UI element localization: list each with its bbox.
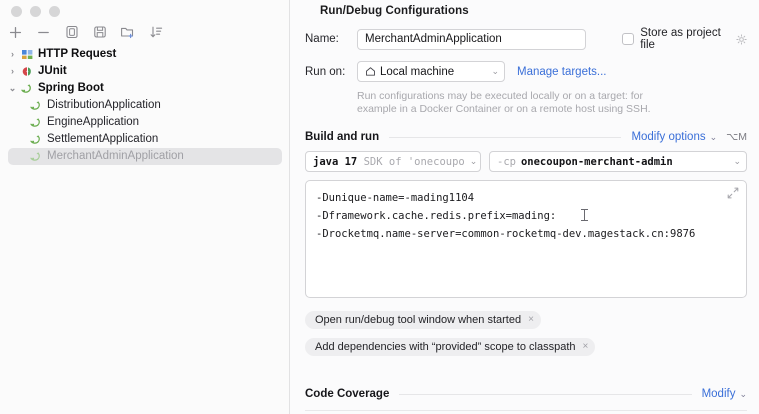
chevron-right-icon[interactable]: › <box>11 66 14 76</box>
junit-icon <box>19 65 35 79</box>
sidebar-toolbar <box>0 18 289 42</box>
tree-item-label: SettlementApplication <box>47 133 159 145</box>
classpath-flag: -cp <box>497 155 516 168</box>
store-as-project-file-row[interactable]: Store as project file <box>622 27 747 51</box>
chevron-right-icon[interactable]: › <box>11 49 14 59</box>
run-on-hint: Run configurations may be executed local… <box>357 90 651 115</box>
build-and-run-header: Build and run Modify options ⌄ ⌥M <box>305 131 747 143</box>
tree-item-settlementapplication[interactable]: SettlementApplication <box>0 131 289 148</box>
run-on-row: Run on: Local machine ⌄ Manage targets..… <box>305 61 747 82</box>
store-as-project-file-label: Store as project file <box>640 27 721 51</box>
tree-item-distributionapplication[interactable]: DistributionApplication <box>0 97 289 114</box>
chip-add-provided-dependencies[interactable]: Add dependencies with “provided” scope t… <box>305 338 596 356</box>
copy-configuration-button[interactable] <box>63 24 80 41</box>
configuration-editor-panel: Run/Debug Configurations Name: MerchantA… <box>290 0 759 414</box>
chip-open-run-debug-tool-window[interactable]: Open run/debug tool window when started … <box>305 311 541 329</box>
manage-targets-link[interactable]: Manage targets... <box>517 65 607 78</box>
tree-item-label: DistributionApplication <box>47 99 161 111</box>
section-divider <box>399 393 692 395</box>
bottom-divider <box>305 410 747 411</box>
tree-item-merchantadminapplication[interactable]: MerchantAdminApplication <box>8 148 282 165</box>
tree-item-label: MerchantAdminApplication <box>47 150 184 162</box>
name-row: Name: MerchantAdminApplication Store as … <box>305 27 747 51</box>
chevron-down-icon[interactable]: ⌄ <box>491 66 499 76</box>
vm-option-line: -Drocketmq.name-server=common-rocketmq-d… <box>316 228 696 240</box>
modify-options-shortcut: ⌥M <box>726 131 747 143</box>
store-as-project-file-checkbox[interactable] <box>622 33 635 45</box>
classpath-select[interactable]: -cp onecoupon-merchant-admin ⌄ <box>489 151 747 172</box>
add-configuration-button[interactable] <box>7 24 24 41</box>
chevron-down-icon[interactable]: ⌄ <box>739 388 747 399</box>
spring-boot-icon <box>19 82 35 96</box>
vm-options-textarea[interactable]: -Dunique-name=-mading1104 -Dframework.ca… <box>305 180 747 298</box>
page-title: Run/Debug Configurations <box>320 5 469 17</box>
code-coverage-header: Code Coverage Modify ⌄ <box>305 388 747 411</box>
tree-group-junit[interactable]: › JUnit <box>0 63 289 80</box>
gear-icon[interactable] <box>736 33 747 45</box>
name-label: Name: <box>305 33 339 45</box>
option-chips: Open run/debug tool window when started … <box>305 311 747 365</box>
run-on-label: Run on: <box>305 65 346 78</box>
classpath-module: onecoupon-merchant-admin <box>520 155 673 168</box>
code-coverage-title: Code Coverage <box>305 388 390 400</box>
home-icon <box>365 66 376 77</box>
tree-item-label: EngineApplication <box>47 116 140 128</box>
window-controls <box>0 0 289 18</box>
spring-boot-icon <box>28 133 44 147</box>
chevron-down-icon[interactable]: ⌄ <box>709 131 718 142</box>
new-folder-button[interactable] <box>119 24 136 41</box>
close-icon[interactable]: × <box>582 341 589 352</box>
build-combos-row: java 17 SDK of 'onecoupo ⌄ -cp onecoupon… <box>305 151 747 172</box>
tree-group-label: JUnit <box>38 65 67 77</box>
modify-options-link[interactable]: Modify options <box>631 131 706 143</box>
tree-group-http-request[interactable]: › HTTP Request <box>0 46 289 63</box>
close-button[interactable] <box>11 6 22 17</box>
tree-group-label: Spring Boot <box>38 82 104 94</box>
vm-option-line: -Dframework.cache.redis.prefix=mading: <box>316 210 557 222</box>
chevron-down-icon[interactable]: ⌄ <box>8 83 17 93</box>
jdk-version: java 17 <box>313 155 358 168</box>
run-on-select[interactable]: Local machine ⌄ <box>357 61 505 82</box>
code-coverage-modify-link[interactable]: Modify <box>701 388 736 400</box>
remove-configuration-button[interactable] <box>35 24 52 41</box>
chevron-down-icon[interactable]: ⌄ <box>733 156 741 166</box>
expand-icon[interactable] <box>726 186 740 200</box>
close-icon[interactable]: × <box>528 314 534 325</box>
chip-label: Add dependencies with “provided” scope t… <box>315 341 576 353</box>
name-input[interactable]: MerchantAdminApplication <box>357 28 587 50</box>
tree-item-engineapplication[interactable]: EngineApplication <box>0 114 289 131</box>
jdk-select[interactable]: java 17 SDK of 'onecoupo ⌄ <box>305 151 481 172</box>
spring-boot-icon <box>28 99 44 113</box>
tree-group-spring-boot[interactable]: ⌄ Spring Boot <box>0 80 289 97</box>
tree-group-label: HTTP Request <box>38 48 117 60</box>
configurations-tree: › HTTP Request › JUnit ⌄ Spring Boot <box>0 42 289 165</box>
text-cursor <box>581 209 588 221</box>
build-and-run-title: Build and run <box>305 131 380 143</box>
save-configuration-button[interactable] <box>91 24 108 41</box>
spring-boot-icon <box>28 150 44 164</box>
section-divider <box>389 136 622 138</box>
vm-option-line: -Dunique-name=-mading1104 <box>316 192 475 204</box>
spring-boot-icon <box>28 116 44 130</box>
maximize-button[interactable] <box>49 6 60 17</box>
chevron-down-icon[interactable]: ⌄ <box>469 156 478 166</box>
jdk-description: SDK of 'onecoupo <box>357 155 465 168</box>
chip-label: Open run/debug tool window when started <box>315 314 522 326</box>
configurations-sidebar: › HTTP Request › JUnit ⌄ Spring Boot <box>0 0 290 414</box>
sort-configurations-button[interactable] <box>147 24 164 41</box>
http-request-icon <box>19 48 35 62</box>
run-on-value: Local machine <box>380 65 455 78</box>
minimize-button[interactable] <box>30 6 41 17</box>
